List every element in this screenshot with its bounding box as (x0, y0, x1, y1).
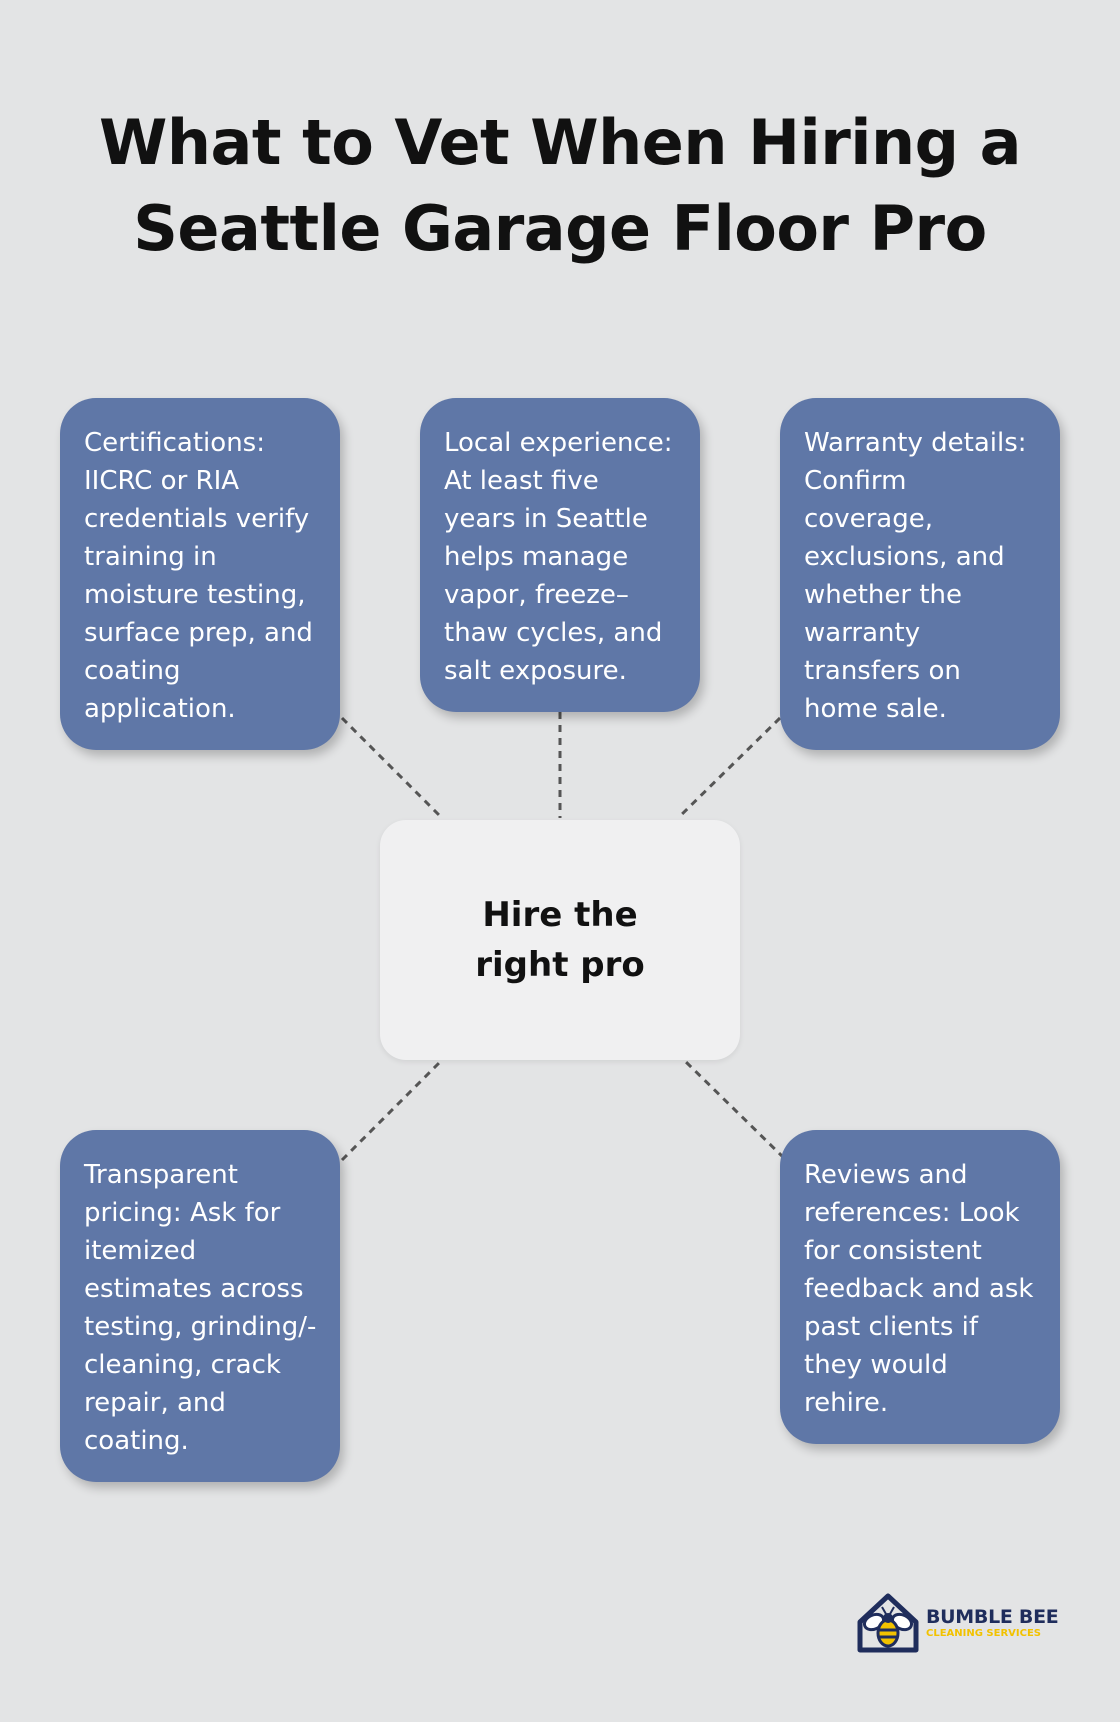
logo-tagline: CLEANING SERVICES (926, 1628, 1041, 1639)
connector-warranty (676, 716, 782, 820)
logo-name: BUMBLE BEE (926, 1606, 1059, 1628)
brand-logo: BUMBLE BEE CLEANING SERVICES (852, 1588, 1062, 1658)
card-transparent-pricing-text: Transparent pricing: Ask for itemized es… (84, 1160, 317, 1456)
logo-text: BUMBLE BEE CLEANING SERVICES (926, 1606, 1059, 1640)
card-transparent-pricing: Transparent pricing: Ask for itemized es… (60, 1130, 340, 1482)
title-line-1: What to Vet When Hiring a (99, 106, 1021, 179)
connector-certifications (340, 716, 444, 820)
card-warranty-details: Warranty details: Confirm coverage, excl… (780, 398, 1060, 750)
card-reviews-references: Reviews and references: Look for consist… (780, 1130, 1060, 1444)
bee-house-icon (857, 1593, 919, 1653)
card-warranty-details-text: Warranty details: Confirm coverage, excl… (804, 428, 1027, 724)
page-title: What to Vet When Hiring a Seattle Garage… (40, 100, 1080, 272)
title-line-2: Seattle Garage Floor Pro (133, 192, 987, 265)
connector-reviews (684, 1060, 786, 1160)
card-certifications-text: Certifications: IICRC or RIA credentials… (84, 428, 313, 724)
card-local-experience: Local experience: At least five years in… (420, 398, 700, 712)
card-reviews-references-text: Reviews and references: Look for consist… (804, 1160, 1034, 1418)
card-local-experience-text: Local experience: At least five years in… (444, 428, 673, 686)
center-hub-label: Hire the right pro (475, 895, 645, 985)
center-hub: Hire the right pro (380, 820, 740, 1060)
connector-pricing (340, 1060, 442, 1162)
card-certifications: Certifications: IICRC or RIA credentials… (60, 398, 340, 750)
